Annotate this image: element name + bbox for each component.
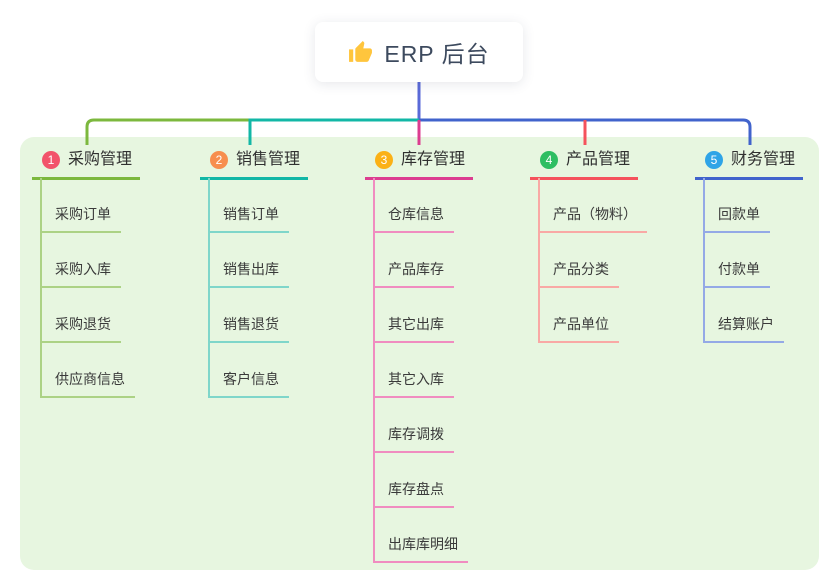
child-label: 结算账户	[718, 316, 774, 332]
branch-number-badge: 3	[375, 151, 393, 169]
branch-connector-line	[538, 178, 540, 343]
branch-label: 采购管理	[68, 151, 133, 168]
child-label: 产品（物料）	[553, 206, 637, 222]
child-node[interactable]: 销售退货	[208, 314, 289, 343]
root-label: ERP 后台	[384, 41, 490, 67]
child-label: 销售退货	[223, 316, 279, 332]
child-label: 销售订单	[223, 206, 279, 222]
child-node[interactable]: 回款单	[703, 204, 770, 233]
branch-node[interactable]: 3 库存管理	[365, 148, 473, 180]
branch-label: 销售管理	[236, 151, 301, 168]
child-node[interactable]: 产品（物料）	[538, 204, 647, 233]
child-label: 产品库存	[388, 261, 444, 277]
child-node[interactable]: 出库库明细	[373, 534, 468, 563]
child-label: 采购订单	[55, 206, 111, 222]
child-node[interactable]: 采购退货	[40, 314, 121, 343]
child-label: 产品分类	[553, 261, 609, 277]
child-label: 其它出库	[388, 316, 444, 332]
child-label: 供应商信息	[55, 371, 125, 387]
child-node[interactable]: 结算账户	[703, 314, 784, 343]
child-label: 库存调拨	[388, 426, 444, 442]
child-node[interactable]: 产品库存	[373, 259, 454, 288]
child-node[interactable]: 仓库信息	[373, 204, 454, 233]
child-label: 采购退货	[55, 316, 111, 332]
child-node[interactable]: 销售出库	[208, 259, 289, 288]
branch-number-badge: 1	[42, 151, 60, 169]
branch-label: 库存管理	[401, 151, 466, 168]
child-label: 客户信息	[223, 371, 279, 387]
branch-number-badge: 2	[210, 151, 228, 169]
child-node[interactable]: 产品分类	[538, 259, 619, 288]
child-label: 采购入库	[55, 261, 111, 277]
child-label: 回款单	[718, 206, 760, 222]
branch-connector-line	[373, 178, 375, 563]
branch-node[interactable]: 2 销售管理	[200, 148, 308, 180]
child-node[interactable]: 采购入库	[40, 259, 121, 288]
branches-panel	[20, 137, 819, 570]
child-node[interactable]: 客户信息	[208, 369, 289, 398]
branch-connector-line	[703, 178, 705, 343]
branch-node[interactable]: 5 财务管理	[695, 148, 803, 180]
child-label: 付款单	[718, 261, 760, 277]
child-node[interactable]: 产品单位	[538, 314, 619, 343]
branch-connector-line	[40, 178, 42, 398]
branch-label: 财务管理	[731, 151, 796, 168]
branch-number-badge: 5	[705, 151, 723, 169]
child-node[interactable]: 其它出库	[373, 314, 454, 343]
child-label: 产品单位	[553, 316, 609, 332]
child-node[interactable]: 其它入库	[373, 369, 454, 398]
child-node[interactable]: 库存调拨	[373, 424, 454, 453]
branch-node[interactable]: 1 采购管理	[32, 148, 140, 180]
branch-node[interactable]: 4 产品管理	[530, 148, 638, 180]
child-node[interactable]: 库存盘点	[373, 479, 454, 508]
child-label: 销售出库	[223, 261, 279, 277]
child-label: 库存盘点	[388, 481, 444, 497]
child-node[interactable]: 付款单	[703, 259, 770, 288]
child-node[interactable]: 采购订单	[40, 204, 121, 233]
child-node[interactable]: 供应商信息	[40, 369, 135, 398]
child-label: 出库库明细	[388, 536, 458, 552]
child-node[interactable]: 销售订单	[208, 204, 289, 233]
branch-label: 产品管理	[566, 151, 631, 168]
child-label: 仓库信息	[388, 206, 444, 222]
branch-connector-line	[208, 178, 210, 398]
child-label: 其它入库	[388, 371, 444, 387]
root-node[interactable]: ERP 后台	[315, 22, 523, 82]
thumbs-up-icon	[348, 40, 373, 65]
branch-number-badge: 4	[540, 151, 558, 169]
